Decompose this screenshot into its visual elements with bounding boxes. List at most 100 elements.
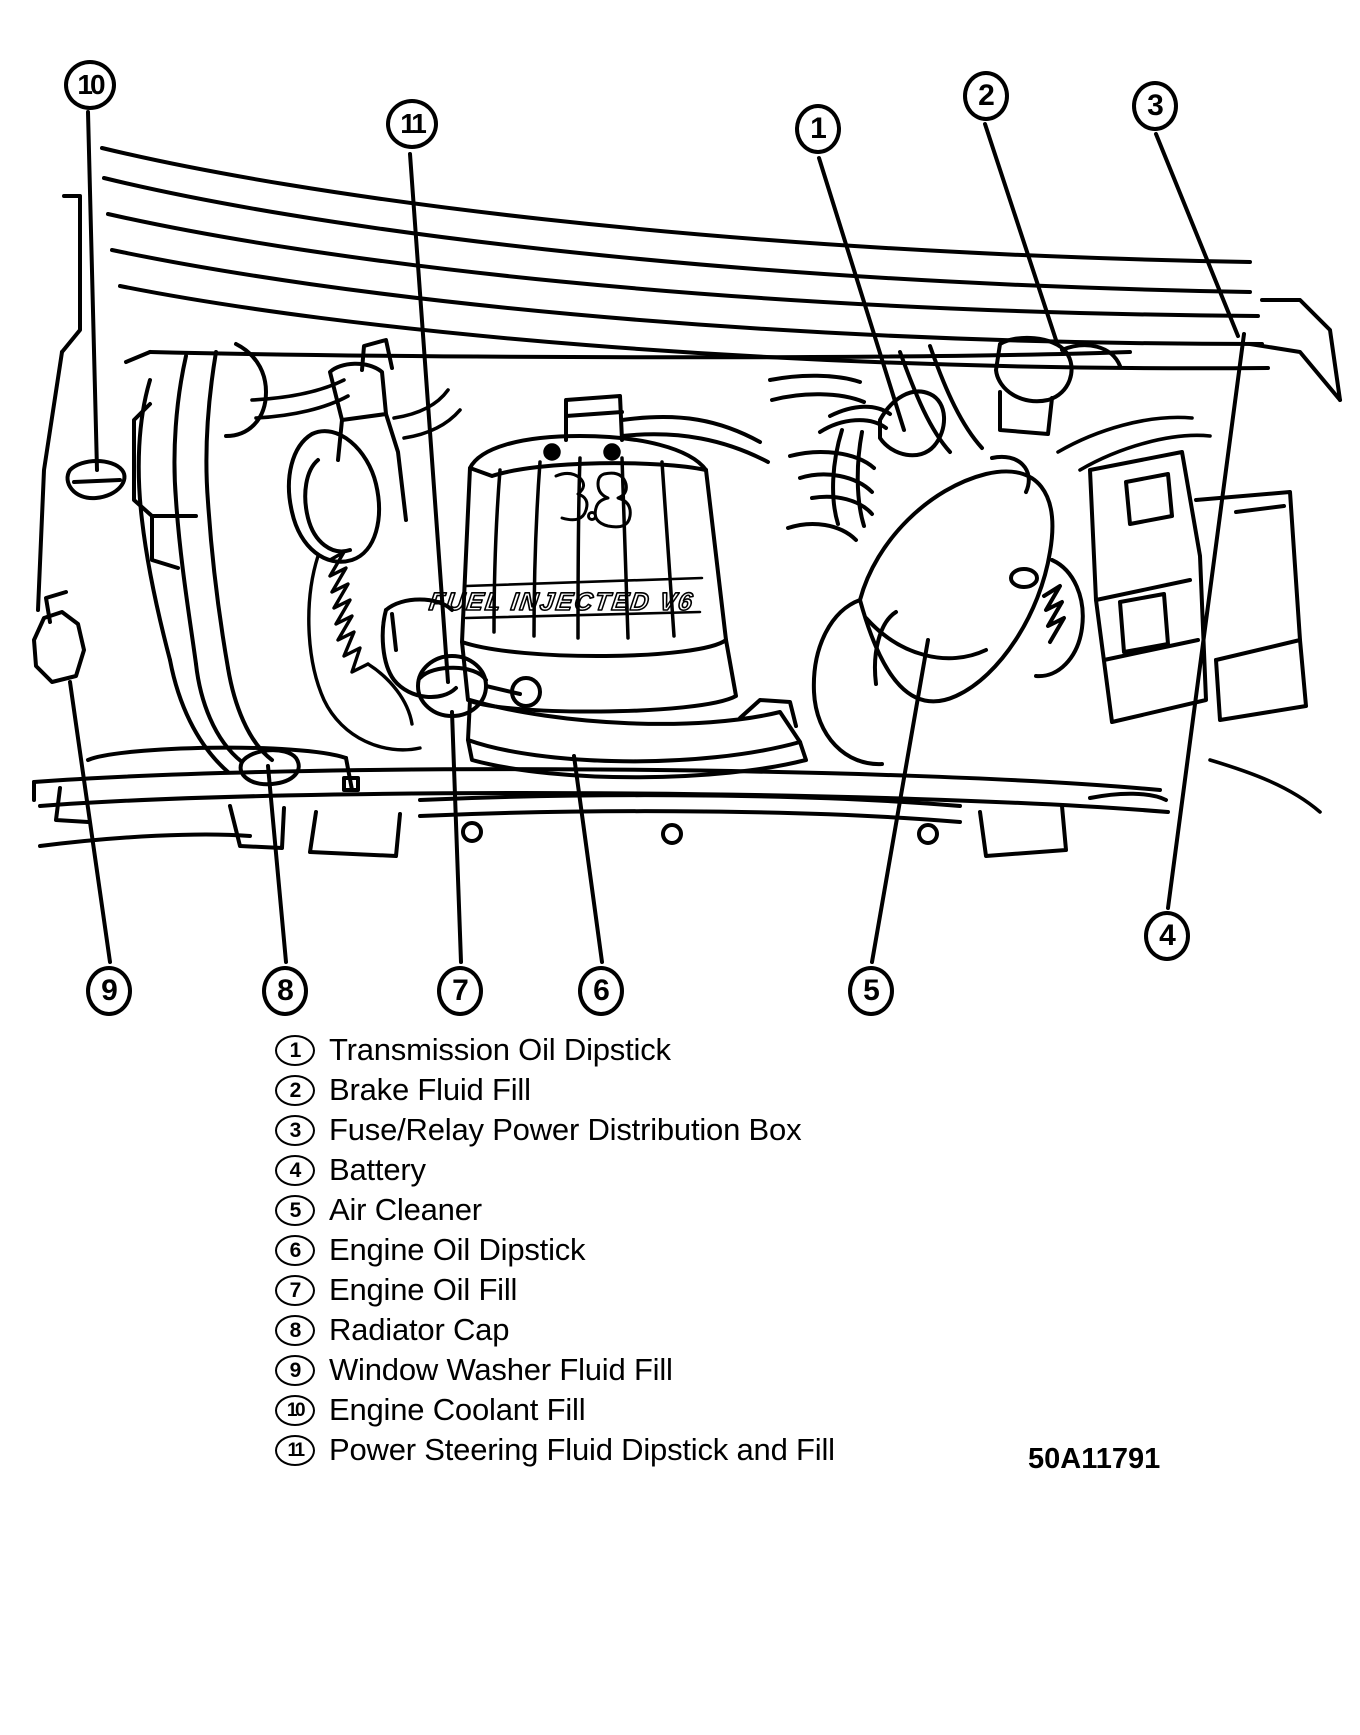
legend-item-3: 3 Fuse/Relay Power Distribution Box bbox=[275, 1110, 1035, 1150]
transmission-dipstick-area bbox=[818, 389, 947, 528]
engine-compartment-illustration: FUEL INJECTED V6 bbox=[32, 110, 1342, 964]
right-wiring bbox=[1056, 415, 1322, 814]
plenum-fasteners bbox=[543, 443, 621, 461]
radiator-hose-upper bbox=[132, 402, 198, 570]
callout-marker-2[interactable]: 2 bbox=[963, 71, 1009, 121]
corrugated-hose bbox=[307, 550, 422, 752]
callout-number: 2 bbox=[978, 79, 995, 112]
callout-number: 10 bbox=[77, 69, 105, 100]
engine-lower-block bbox=[466, 698, 808, 780]
air-intake-duct bbox=[811, 558, 1085, 767]
callout-number: 11 bbox=[400, 108, 427, 139]
legend-number: 1 bbox=[289, 1038, 302, 1062]
legend-number-badge: 7 bbox=[275, 1274, 315, 1306]
callout-number: 6 bbox=[593, 974, 610, 1007]
leader-1 bbox=[817, 156, 906, 432]
legend-item-1: 1 Transmission Oil Dipstick bbox=[275, 1030, 1035, 1070]
legend-item-11: 11 Power Steering Fluid Dipstick and Fil… bbox=[275, 1430, 1035, 1470]
upper-right-hoses bbox=[768, 344, 984, 542]
leader-5 bbox=[870, 638, 930, 964]
legend-number-badge: 9 bbox=[275, 1354, 315, 1386]
legend-label: Air Cleaner bbox=[329, 1192, 482, 1227]
legend-label: Battery bbox=[329, 1152, 426, 1187]
legend-item-4: 4 Battery bbox=[275, 1150, 1035, 1190]
leader-8 bbox=[266, 764, 288, 964]
legend-label: Fuse/Relay Power Distribution Box bbox=[329, 1112, 802, 1147]
washer-fluid-cap bbox=[32, 590, 86, 684]
legend-number: 2 bbox=[289, 1078, 302, 1102]
fuel-injected-v6-badge bbox=[464, 576, 704, 620]
leader-10 bbox=[86, 110, 99, 472]
badge-text-fuel-injected-v6: FUEL INJECTED V6 bbox=[427, 588, 696, 616]
callout-marker-10[interactable]: 10 bbox=[64, 60, 116, 110]
firewall-band bbox=[124, 350, 1132, 364]
legend-number-badge: 8 bbox=[275, 1314, 315, 1346]
callout-marker-9[interactable]: 9 bbox=[86, 966, 132, 1016]
callout-number: 8 bbox=[277, 974, 294, 1007]
callout-marker-3[interactable]: 3 bbox=[1132, 81, 1178, 131]
cowl-left-edge bbox=[36, 194, 82, 612]
battery-tray bbox=[1194, 490, 1308, 722]
callout-number: 9 bbox=[101, 974, 118, 1007]
legend-label: Transmission Oil Dipstick bbox=[329, 1032, 671, 1067]
oil-fill-cap bbox=[416, 654, 542, 718]
cowl-right-edge bbox=[1248, 298, 1342, 402]
callout-number: 5 bbox=[863, 974, 880, 1007]
accessory-bracket bbox=[328, 338, 408, 522]
legend-label: Radiator Cap bbox=[329, 1312, 510, 1347]
callout-marker-4[interactable]: 4 bbox=[1144, 911, 1190, 961]
legend-number: 11 bbox=[287, 1439, 305, 1461]
callout-marker-6[interactable]: 6 bbox=[578, 966, 624, 1016]
callout-marker-8[interactable]: 8 bbox=[262, 966, 308, 1016]
legend-label: Window Washer Fluid Fill bbox=[329, 1352, 673, 1387]
legend-item-10: 10 Engine Coolant Fill bbox=[275, 1390, 1035, 1430]
callout-marker-1[interactable]: 1 bbox=[795, 104, 841, 154]
leader-4 bbox=[1166, 332, 1246, 910]
legend-item-7: 7 Engine Oil Fill bbox=[275, 1270, 1035, 1310]
brake-master-cylinder bbox=[994, 335, 1122, 436]
legend-number-badge: 11 bbox=[275, 1434, 315, 1466]
callout-number: 1 bbox=[810, 112, 827, 145]
radiator-support-panel bbox=[32, 745, 1170, 858]
leader-6 bbox=[572, 754, 604, 964]
legend-label: Engine Oil Dipstick bbox=[329, 1232, 586, 1267]
legend-number-badge: 3 bbox=[275, 1114, 315, 1146]
leader-2 bbox=[983, 122, 1058, 342]
callout-leader-lines bbox=[68, 110, 1246, 964]
leader-11 bbox=[408, 152, 450, 684]
legend-label: Power Steering Fluid Dipstick and Fill bbox=[329, 1432, 835, 1467]
legend-label: Engine Oil Fill bbox=[329, 1272, 518, 1307]
callout-marker-11[interactable]: 11 bbox=[386, 99, 438, 149]
legend-item-9: 9 Window Washer Fluid Fill bbox=[275, 1350, 1035, 1390]
legend-number-badge: 6 bbox=[275, 1234, 315, 1266]
leader-9 bbox=[68, 680, 112, 964]
callout-marker-7[interactable]: 7 bbox=[437, 966, 483, 1016]
throttle-body-stub bbox=[564, 394, 770, 464]
legend-number-badge: 5 bbox=[275, 1194, 315, 1226]
legend-item-2: 2 Brake Fluid Fill bbox=[275, 1070, 1035, 1110]
legend-label: Brake Fluid Fill bbox=[329, 1072, 531, 1107]
legend-number: 3 bbox=[289, 1118, 302, 1142]
callout-number: 4 bbox=[1159, 919, 1176, 952]
legend-number: 6 bbox=[289, 1238, 302, 1262]
legend-item-8: 8 Radiator Cap bbox=[275, 1310, 1035, 1350]
power-steering-reservoir bbox=[380, 597, 458, 700]
left-hoses-assembly bbox=[136, 342, 274, 774]
legend-number: 8 bbox=[289, 1318, 302, 1342]
engine-compartment-linework: FUEL INJECTED V6 bbox=[32, 110, 1342, 964]
legend-number: 9 bbox=[289, 1358, 302, 1382]
fuse-relay-box bbox=[1088, 450, 1208, 724]
legend-item-6: 6 Engine Oil Dipstick bbox=[275, 1230, 1035, 1270]
legend-number: 4 bbox=[289, 1158, 302, 1182]
legend-number: 7 bbox=[289, 1278, 302, 1302]
legend-number-badge: 1 bbox=[275, 1034, 315, 1066]
alternator-pulley-area bbox=[287, 429, 381, 564]
callout-marker-5[interactable]: 5 bbox=[848, 966, 894, 1016]
support-panel-holes bbox=[342, 776, 939, 845]
callout-number: 3 bbox=[1147, 89, 1164, 122]
cowl-panel-lines bbox=[100, 146, 1270, 371]
legend-number: 10 bbox=[286, 1399, 306, 1421]
displacement-badge-3-8 bbox=[554, 471, 632, 529]
legend-label: Engine Coolant Fill bbox=[329, 1392, 586, 1427]
